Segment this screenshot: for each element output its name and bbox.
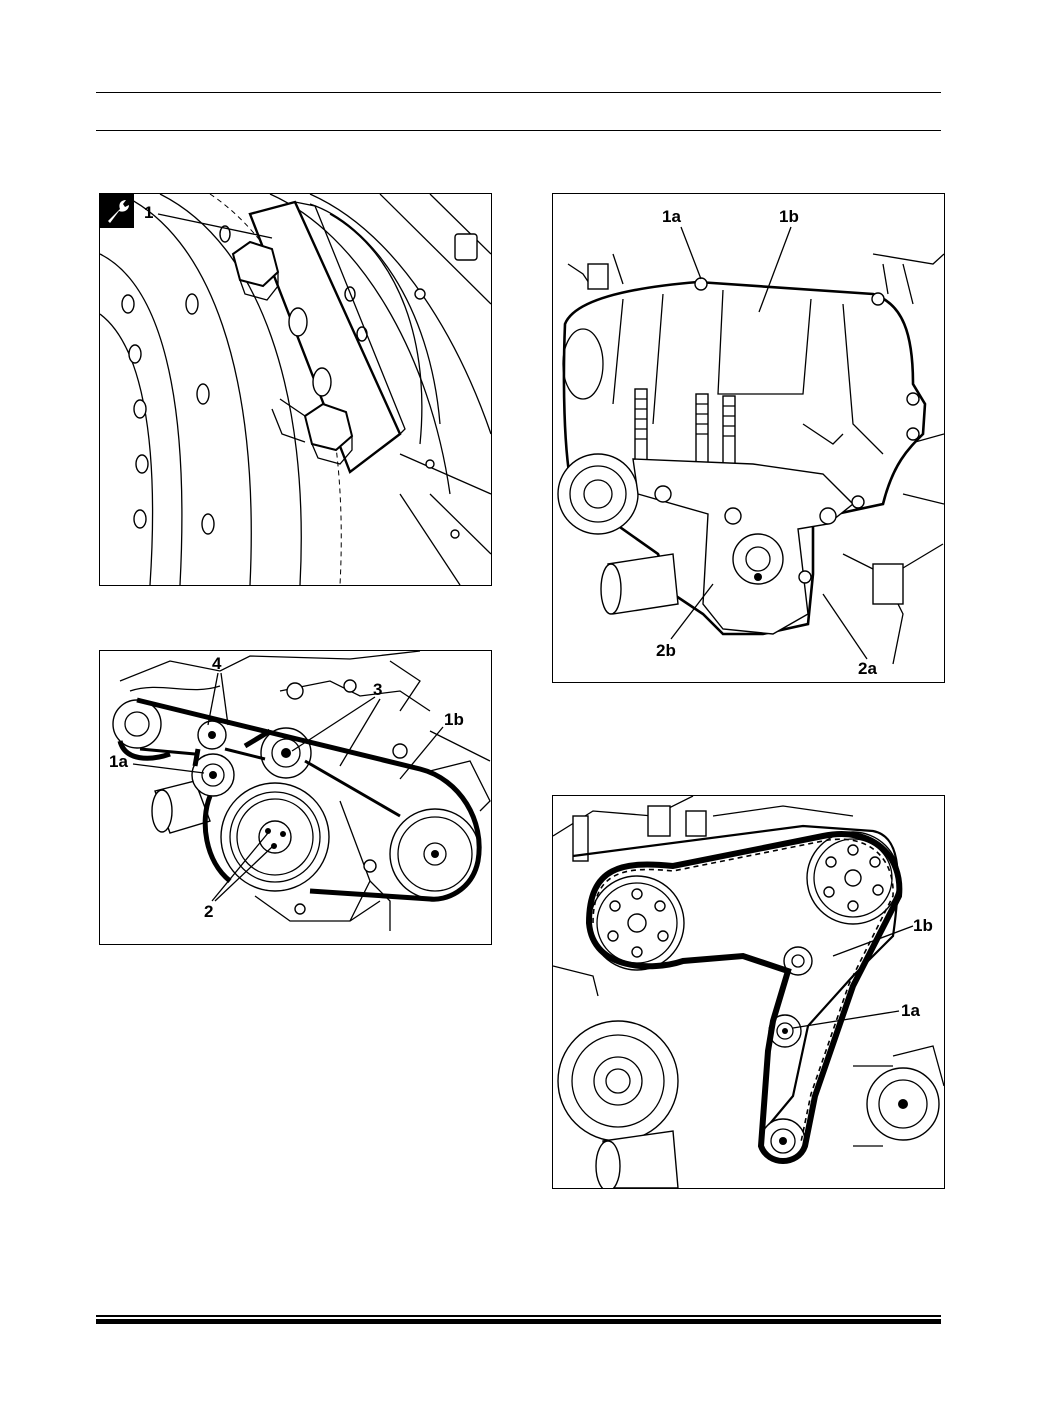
callout-2: 2: [204, 902, 213, 921]
timing-belt-drawing: 1b 1a: [553, 796, 944, 1188]
leader-1b: [832, 925, 914, 957]
callout-1: 1: [144, 203, 153, 222]
leader-2a: [822, 593, 868, 660]
callout-1b: 1b: [779, 207, 799, 226]
cam-pulley-left-holes: [607, 888, 669, 958]
callout-4: 4: [212, 654, 222, 673]
leader-1a: [132, 763, 205, 774]
leader-3a: [291, 696, 376, 752]
leader-2b: [214, 846, 273, 902]
leader-1a: [680, 226, 702, 280]
callout-1b: 1b: [913, 916, 933, 935]
leader-1b: [399, 726, 444, 780]
auxiliary-belt: [117, 697, 482, 902]
figure-auxiliary-belt: 4 3 1b 1a 2: [99, 650, 492, 945]
callout-1a: 1a: [109, 752, 128, 771]
timing-belt: [585, 831, 903, 1164]
leader-1b: [758, 226, 792, 313]
timing-cover: [562, 280, 927, 636]
cam-pulley-right-holes: [823, 844, 884, 912]
locking-tool: [231, 200, 406, 474]
studs: [634, 388, 736, 467]
locking-tool-drawing: 1: [100, 194, 491, 585]
figure-timing-belt: 1b 1a: [552, 795, 945, 1189]
auxiliary-belt-drawing: 4 3 1b 1a 2: [109, 651, 491, 931]
callout-2b: 2b: [656, 641, 676, 660]
callout-1b: 1b: [444, 710, 464, 729]
timing-cover-drawing: 1a 1b 2b 2a: [557, 207, 944, 678]
leader-1: [157, 213, 273, 239]
header-rule-top: [96, 92, 941, 93]
footer-rule-thick: [96, 1319, 941, 1324]
callout-1a: 1a: [901, 1001, 920, 1020]
callout-1a: 1a: [662, 207, 681, 226]
figure-locking-tool: 1: [99, 193, 492, 586]
leader-2a: [211, 832, 269, 902]
header-rule-bottom: [96, 130, 941, 131]
leader-2b: [670, 583, 714, 640]
callout-3: 3: [373, 680, 382, 699]
leader-4a: [207, 672, 219, 726]
leader-3b: [339, 698, 381, 767]
footer-rule-thin: [96, 1315, 941, 1317]
figure-timing-cover: 1a 1b 2b 2a: [552, 193, 945, 683]
leader-1a: [792, 1010, 900, 1029]
leader-4b: [220, 672, 229, 726]
wrench-icon: [100, 194, 134, 228]
callout-2a: 2a: [858, 659, 877, 678]
